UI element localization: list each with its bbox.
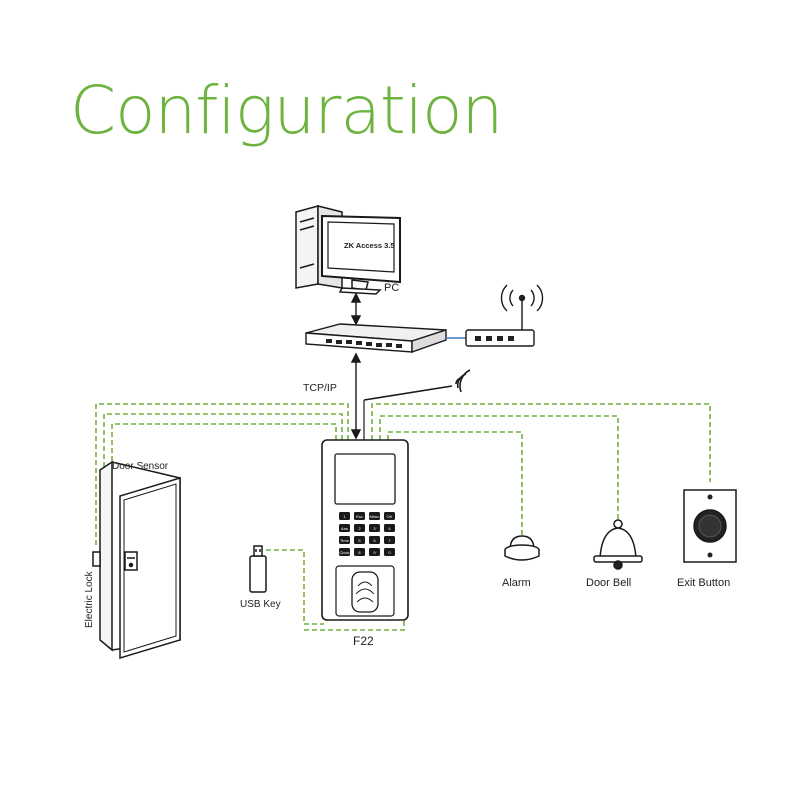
- wire-door-sensor: [111, 423, 337, 462]
- wire-exit-button: [371, 403, 711, 482]
- wireless-signal-icon: [363, 369, 471, 401]
- page-title: Configuration: [70, 72, 503, 149]
- keypad-key-label: 2: [358, 526, 361, 531]
- keypad-key-label: 3: [373, 526, 376, 531]
- keypad-key-label: 1: [343, 514, 346, 519]
- keypad-key: [384, 512, 395, 520]
- door-bell-label: Door Bell: [586, 577, 631, 589]
- device-label: F22: [353, 634, 374, 648]
- keypad-key: [339, 536, 350, 544]
- wifi-router-icon: [465, 284, 544, 347]
- usb-key-icon: [249, 545, 267, 593]
- keypad-key-label: 9: [373, 550, 376, 555]
- keypad-key-label: Time: [340, 538, 350, 543]
- keypad-key-label: Clock: [339, 550, 349, 555]
- keypad-key-label: OK: [387, 514, 393, 519]
- keypad-key: [354, 536, 365, 544]
- keypad-key-label: 7: [388, 538, 391, 543]
- keypad-key: [339, 524, 350, 532]
- keypad-key: [369, 512, 380, 520]
- usb-key-label: USB Key: [240, 599, 281, 610]
- keypad-key: [369, 548, 380, 556]
- exit-button-icon: [683, 489, 737, 563]
- keypad-key: [354, 524, 365, 532]
- wire-electric-lock: [95, 403, 349, 545]
- wire-usb-key: [266, 549, 324, 625]
- tcp-ip-link: [350, 352, 365, 440]
- wire-alarm: [387, 431, 523, 535]
- electric-lock-label: Electric Lock: [84, 570, 95, 628]
- keypad-key: [384, 524, 395, 532]
- pc-switch-link: [350, 292, 362, 326]
- alarm-label: Alarm: [502, 577, 531, 589]
- wiring: [95, 403, 711, 631]
- exit-button-label: Exit Button: [677, 577, 730, 589]
- keypad-key-label: Menu: [369, 514, 379, 519]
- keypad-key: [384, 536, 395, 544]
- keypad-key: [354, 512, 365, 520]
- keypad-key: [339, 548, 350, 556]
- pc: [295, 205, 401, 295]
- door-bell-icon: [593, 519, 643, 570]
- door-icon: [92, 460, 181, 660]
- wire-electric-lock-2: [103, 413, 343, 470]
- pc-label: PC: [384, 282, 399, 294]
- monitor-icon: [321, 214, 401, 295]
- keypad-key: [369, 536, 380, 544]
- wire-door-bell: [379, 415, 619, 520]
- keypad-key-label: 8: [358, 550, 361, 555]
- keypad-key-label: 5: [358, 538, 361, 543]
- keypad-key: [339, 512, 350, 520]
- wire-usb-key-2: [304, 616, 405, 631]
- monitor-screen-text: ZK Access 3.5: [344, 241, 395, 250]
- exit-button-face-text: EXIT: [700, 545, 716, 552]
- alarm-siren-icon: [504, 535, 540, 561]
- network-switch-icon: [305, 323, 447, 353]
- keypad-key-label: 4: [388, 526, 391, 531]
- keypad-key: [369, 524, 380, 532]
- door-sensor-label: Door Sensor: [112, 461, 169, 472]
- keypad-key: [384, 548, 395, 556]
- keypad-key-label: 0: [388, 550, 391, 555]
- keypad-key-label: Ans: [341, 526, 348, 531]
- keypad-key-label: Esc: [356, 514, 363, 519]
- keypad-key: [354, 548, 365, 556]
- keypad-key-label: 6: [373, 538, 376, 543]
- tcp-ip-label: TCP/IP: [303, 382, 337, 394]
